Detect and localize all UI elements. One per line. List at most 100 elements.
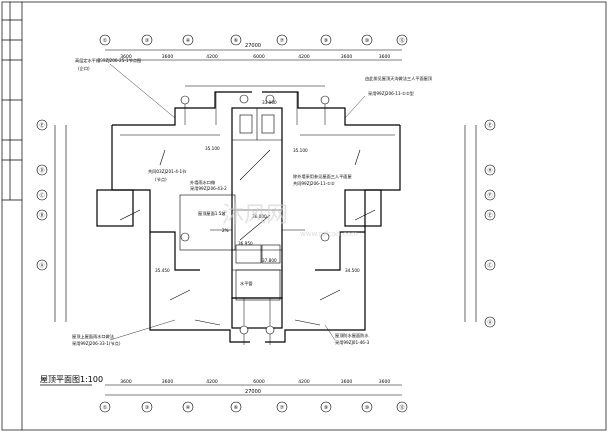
axis-bubble: [361, 401, 373, 413]
note-1: 高层定水平槽99ZJ206-25-1节点图: [75, 57, 141, 64]
axis-bubble: [484, 209, 496, 221]
interior-lines: [119, 108, 395, 326]
axis-bubble: [484, 259, 496, 271]
note-3b: (节点): [155, 177, 167, 183]
axis-bubble-label: ③: [145, 405, 149, 411]
watermark: 沐风网: [222, 203, 288, 228]
axis-bubble: [230, 34, 242, 46]
dimension-label: 4200: [206, 54, 218, 60]
drawing-title: 屋顶平面图1:100: [40, 375, 103, 384]
axis-bubble: [484, 189, 496, 201]
axis-bubble: [484, 119, 496, 131]
axis-bubble: [36, 119, 48, 131]
axis-bubble: [99, 401, 111, 413]
axis-bubble-label: Ⓒ: [39, 192, 44, 199]
building-outline: [96, 91, 401, 343]
note-1b: (企口): [78, 65, 90, 71]
bottom-dimension-labels: 3600 3600 4200 6000 4200 3600 3600: [120, 379, 390, 385]
note-6: 屋顶屋面1.5坡: [198, 210, 226, 217]
elev-8: 37.800: [262, 258, 277, 263]
axis-bubble: [99, 34, 111, 46]
note-4b: 采用99ZJ206-43-2: [190, 185, 227, 192]
axis-bubble-label: ④: [186, 405, 191, 411]
elev-7: 36.950: [238, 241, 253, 246]
axis-bubble-label: Ⓒ: [487, 262, 492, 269]
note-7: 水平管: [240, 280, 253, 287]
watermark-url: www.mfcad.com: [300, 230, 358, 238]
elev-4: 36.000: [252, 214, 267, 219]
axis-bubble-label: ⑩: [365, 405, 370, 411]
elev-5: 35.450: [155, 268, 170, 273]
top-dimensions: [105, 49, 402, 87]
leader-lines: [109, 63, 366, 341]
axis-bubble-label: ①: [103, 405, 108, 411]
dimension-label: 3600: [341, 379, 353, 385]
note-5: 除外墙采用参见屋面三人平面屋: [293, 173, 352, 180]
dimension-label: 6000: [253, 379, 265, 385]
axis-bubble-label: Ⓔ: [487, 122, 492, 129]
axis-bubble-label: Ⓐ: [487, 319, 492, 326]
axis-bubble-label: ④: [186, 38, 191, 44]
note-9b: 采用99ZJ01-46-3: [335, 339, 369, 346]
dimension-label: 3600: [120, 379, 132, 385]
note-4: 外墙雨水口做: [190, 179, 216, 186]
axis-bubble: [141, 34, 153, 46]
note-8b: 采用99ZJ206-33-1(节点): [72, 340, 121, 347]
annotations: 高层定水平槽99ZJ206-25-1节点图 (企口) 由此排见屋顶天沟做法三人平…: [72, 57, 433, 347]
note-2: 由此排见屋顶天沟做法三人平面屋顶: [365, 75, 433, 82]
axis-bubble: [396, 34, 408, 46]
right-axis-bubbles: Ⓔ Ⓗ Ⓕ Ⓔ Ⓒ Ⓐ: [484, 119, 496, 328]
axis-bubble-label: ⑨: [324, 38, 328, 44]
axis-bubble-label: Ⓗ: [487, 167, 492, 174]
axis-bubble-label: ⑥: [234, 405, 239, 411]
axis-bubble-label: ⑥: [234, 38, 239, 44]
elev-2: 33.900: [262, 100, 277, 105]
axis-bubble: [182, 401, 194, 413]
axis-bubble-label: Ⓔ: [487, 212, 492, 219]
axis-bubble-label: Ⓑ: [39, 212, 44, 219]
axis-bubble-label: Ⓓ: [39, 167, 44, 174]
axis-bubble-label: Ⓕ: [487, 192, 492, 199]
dimension-label: 3600: [379, 379, 391, 385]
axis-bubble: [141, 401, 153, 413]
dimension-label: 6000: [253, 54, 265, 60]
axis-bubble: [320, 401, 332, 413]
axis-bubble-label: ①: [103, 38, 108, 44]
axis-bubble: [36, 209, 48, 221]
axis-bubble-label: ⑨: [324, 405, 328, 411]
dimension-label: 4200: [206, 379, 218, 385]
axis-bubble-label: Ⓔ: [39, 122, 44, 129]
axis-bubble: [230, 401, 242, 413]
bottom-total-dimension: 27000: [245, 389, 261, 395]
axis-bubble-label: Ⓐ: [39, 262, 44, 269]
bottom-dimensions: [105, 384, 402, 396]
axis-bubble: [320, 34, 332, 46]
axis-bubble-label: ⑫: [399, 37, 404, 44]
dimension-label: 4200: [298, 379, 310, 385]
right-dimensions: [464, 125, 477, 322]
note-5b: 共同99ZJ206-11-①②: [293, 180, 335, 187]
elev-6: 34.500: [345, 268, 360, 273]
left-axis-bubbles: Ⓔ Ⓓ Ⓒ Ⓑ Ⓐ: [36, 119, 48, 271]
left-dimensions: [54, 125, 67, 322]
axis-bubble: [36, 164, 48, 176]
axis-bubble-label: ⑦: [280, 38, 285, 44]
elev-1: 35.100: [205, 146, 220, 151]
dimension-label: 3600: [162, 54, 174, 60]
axis-bubble-label: ⑩: [365, 38, 370, 44]
axis-bubble: [276, 34, 288, 46]
top-total-dimension: 27000: [245, 43, 261, 49]
axis-bubble: [36, 259, 48, 271]
axis-bubble: [276, 401, 288, 413]
note-3: 共同03ZJ201-4-1节: [148, 168, 186, 175]
dimension-label: 3600: [341, 54, 353, 60]
mid-axis-bubbles: [180, 94, 330, 335]
dimension-label: 3600: [162, 379, 174, 385]
dimension-label: 3600: [120, 54, 132, 60]
axis-bubble: [484, 316, 496, 328]
axis-bubble: [361, 34, 373, 46]
